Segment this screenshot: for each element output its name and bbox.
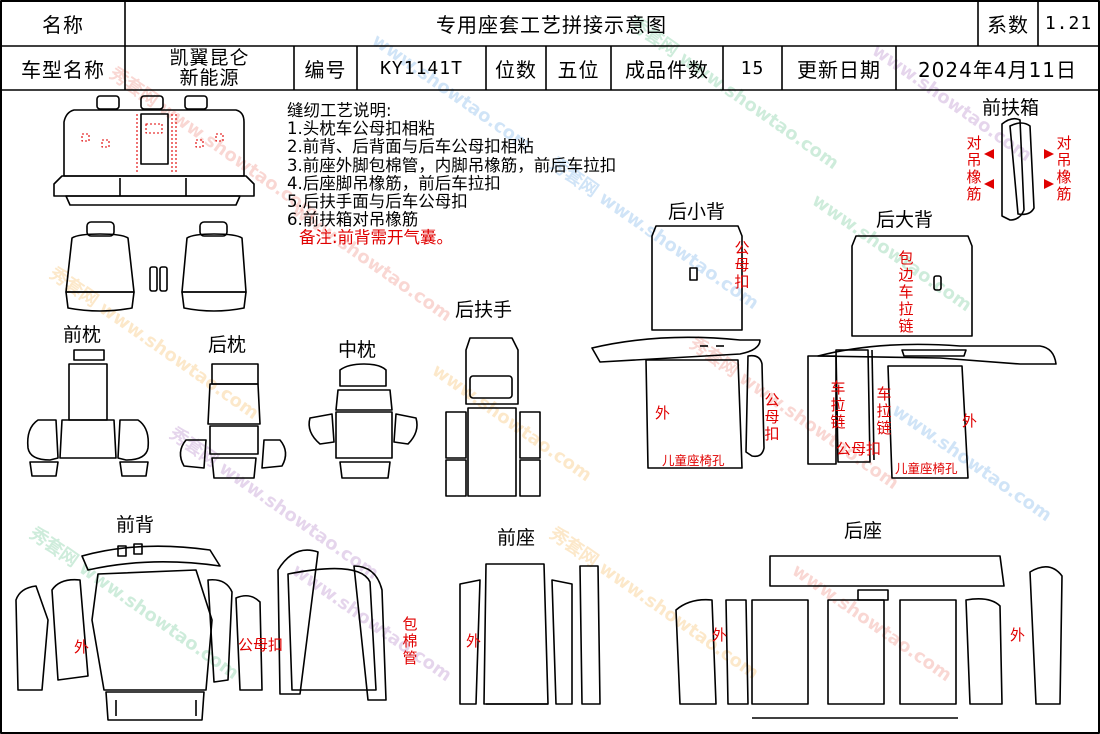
note-item: 3.前座外脚包棉管，内脚吊橡筋，前后车拉扣 (287, 155, 617, 175)
name-label: 名称 (42, 13, 84, 37)
annotation-zipper-right: 车拉链 (876, 385, 892, 437)
middle-headrest-pieces (308, 363, 418, 479)
red-arrows (984, 149, 1054, 189)
annotation-outer: 外 (1010, 626, 1026, 644)
coefficient-value: 1.21 (1044, 13, 1093, 34)
rear-big-back-pieces (807, 235, 1057, 479)
date-label: 更新日期 (797, 57, 881, 82)
label-rear-headrest: 后枕 (208, 334, 247, 356)
page-title: 专用座套工艺拼接示意图 (436, 13, 667, 37)
note-item: 2.前背、后背面与后车公母扣相粘 (287, 137, 534, 157)
rear-seat-pieces (675, 555, 1063, 719)
annotation-child-seat-hole: 儿童座椅孔 (895, 461, 958, 476)
model-label: 车型名称 (21, 57, 105, 82)
label-rear-seat: 后座 (844, 520, 883, 542)
label-front-back: 前背 (116, 514, 155, 536)
pieces-label: 成品件数 (625, 57, 709, 82)
pieces-value: 15 (740, 57, 765, 79)
annotation-elastic-left: 对吊橡筋 (966, 134, 982, 203)
label-rear-small-back: 后小背 (668, 201, 726, 223)
note-item: 4.后座脚吊橡筋，前后车拉扣 (287, 173, 501, 193)
annotation-outer: 外 (712, 626, 728, 644)
label-front-seat: 前座 (497, 527, 536, 549)
annotation-snap-front-back: 公母扣 (238, 636, 284, 654)
annotation-snap-side: 公母扣 (764, 391, 780, 443)
label-front-console: 前扶箱 (982, 97, 1040, 119)
code-value: KY1141T (380, 57, 463, 79)
label-front-headrest: 前枕 (63, 324, 102, 346)
annotation-cotton-tube: 包棉管 (402, 615, 418, 667)
rear-bench-overview (53, 95, 255, 206)
annotation-edge-zipper: 包边车拉链 (898, 249, 914, 335)
annotation-elastic-right: 对吊橡筋 (1056, 134, 1072, 203)
annotation-outer: 外 (466, 632, 482, 650)
annotation-snap-small-back: 公母扣 (734, 239, 750, 291)
sewing-notes: 缝纫工艺说明: 1.头枕车公母扣相粘 2.前背、后背面与后车公母扣相粘 3.前座… (287, 101, 617, 248)
label-rear-armrest: 后扶手 (455, 299, 513, 321)
rear-headrest-pieces (179, 363, 287, 479)
label-rear-big-back: 后大背 (876, 209, 934, 231)
code-label: 编号 (304, 57, 347, 82)
seats-label: 位数 (495, 57, 537, 82)
front-seat-pieces (459, 563, 601, 705)
seats-value: 五位 (557, 57, 600, 82)
front-back-pieces (15, 543, 387, 721)
annotation-snap-big-back: 公母扣 (836, 440, 882, 458)
notes-remark: 备注:前背需开气囊。 (299, 228, 454, 248)
annotation-child-seat-hole: 儿童座椅孔 (662, 453, 725, 468)
front-console-pieces (1001, 117, 1035, 221)
coefficient-label: 系数 (987, 13, 1029, 37)
annotation-outer: 外 (655, 404, 671, 422)
rear-small-back-pieces (591, 225, 765, 469)
date-value: 2024年4月11日 (917, 57, 1078, 82)
notes-title: 缝纫工艺说明: (287, 101, 392, 120)
note-item: 1.头枕车公母扣相粘 (287, 119, 435, 139)
model-value: 凯翼昆仑 新能源 (125, 46, 294, 90)
model-line-1: 凯翼昆仑 (169, 47, 250, 69)
front-seats-overview (65, 221, 247, 312)
rear-bench-red-lines (81, 114, 224, 172)
front-headrest-pieces (26, 349, 150, 477)
rear-armrest-pieces (445, 337, 541, 497)
annotation-outer: 外 (962, 412, 978, 430)
label-middle-headrest: 中枕 (338, 339, 377, 361)
model-line-2: 新能源 (179, 67, 240, 89)
note-item: 5.后扶手面与后车公母扣 (287, 192, 468, 212)
note-item: 6.前扶箱对吊橡筋 (287, 210, 419, 230)
annotation-outer: 外 (74, 638, 90, 656)
annotation-zipper-left: 车拉链 (830, 379, 846, 431)
